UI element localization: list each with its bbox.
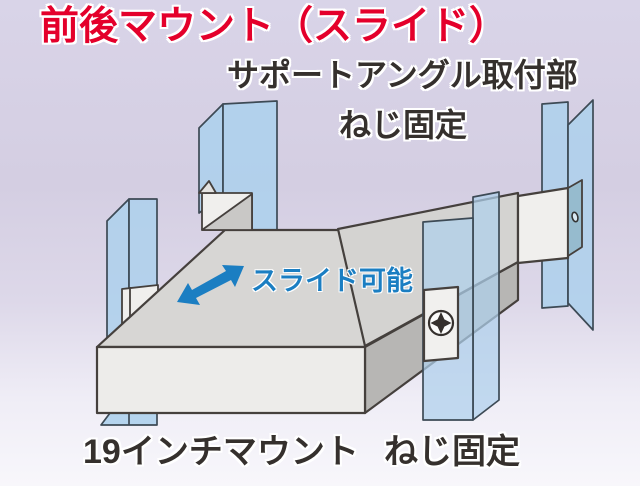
mount-body-front-face	[95, 345, 367, 415]
center-mount-bracket	[198, 180, 253, 231]
screw-hole-icon	[571, 211, 579, 223]
page-title: 前後マウント（スライド）	[40, 5, 509, 48]
arm-plate-face	[516, 186, 570, 265]
slide-arrow-icon	[177, 265, 244, 305]
center-bracket-gusset	[201, 193, 253, 231]
screw-plate	[422, 285, 460, 363]
label-support-angle-attachment: サポートアングル取付部	[227, 57, 578, 93]
label-screw-fix-top: ねじ固定	[339, 107, 468, 143]
center-bracket-peak	[198, 180, 217, 194]
arm-end-plate	[516, 179, 583, 265]
label-screw-fix-bottom: ねじ固定	[384, 433, 520, 471]
slide-arrow-shape	[177, 265, 244, 305]
left-foot-panel	[100, 412, 158, 426]
label-slidable: スライド可能	[251, 266, 413, 296]
label-19inch-mount: 19インチマウント	[83, 433, 359, 471]
phillips-screw-cross	[430, 312, 452, 334]
right-rail-back-sheet	[472, 191, 500, 421]
